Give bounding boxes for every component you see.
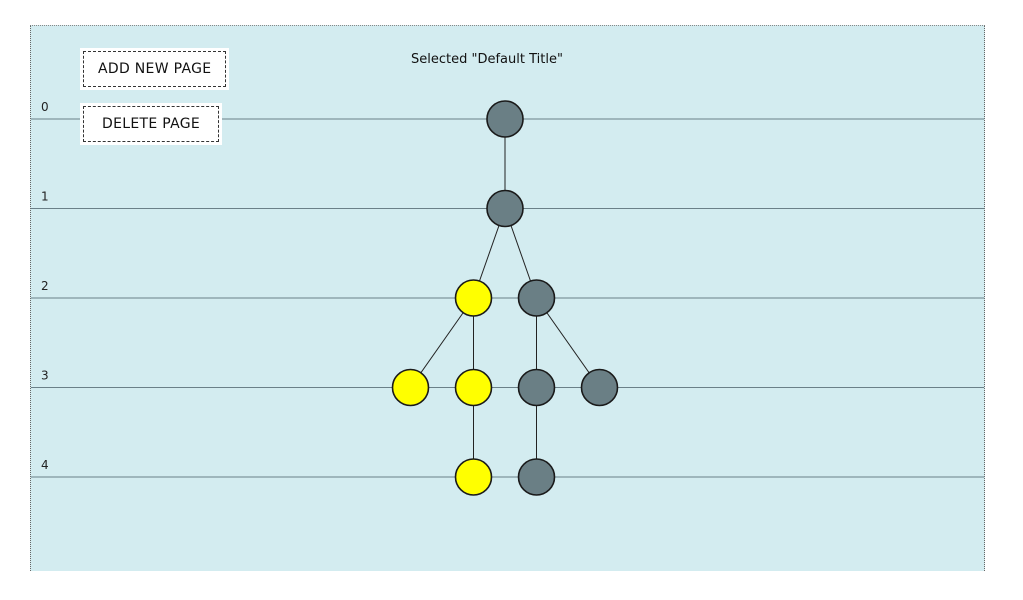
page-tree-diagram: 0 1 2 3 4	[31, 100, 984, 496]
page-node[interactable]	[517, 368, 556, 407]
page-node[interactable]	[391, 368, 430, 407]
delete-page-button[interactable]: DELETE PAGE	[80, 103, 222, 145]
page-node[interactable]	[517, 458, 556, 496]
level-label-4: 4	[41, 458, 49, 472]
add-new-page-button[interactable]: ADD NEW PAGE	[80, 48, 230, 90]
level-label-2: 2	[41, 279, 49, 293]
page-node[interactable]	[486, 189, 524, 228]
level-lines: 0 1 2 3 4	[31, 100, 984, 478]
level-label-0: 0	[41, 100, 49, 114]
level-label-3: 3	[41, 369, 49, 383]
page-node[interactable]	[454, 368, 493, 407]
page-tree-canvas: 0 1 2 3 4 ADD NEW PAGE DELETE PAGE Selected …	[30, 25, 985, 571]
add-new-page-label: ADD NEW PAGE	[83, 51, 227, 87]
page-node[interactable]	[486, 100, 524, 138]
page-node[interactable]	[580, 368, 619, 407]
tree-nodes	[391, 100, 619, 496]
page-node[interactable]	[454, 458, 493, 496]
selection-status-text: Selected "Default Title"	[411, 52, 563, 67]
delete-page-label: DELETE PAGE	[83, 106, 219, 142]
page-node[interactable]	[454, 279, 493, 317]
page-node[interactable]	[517, 279, 556, 317]
level-label-1: 1	[41, 190, 49, 204]
